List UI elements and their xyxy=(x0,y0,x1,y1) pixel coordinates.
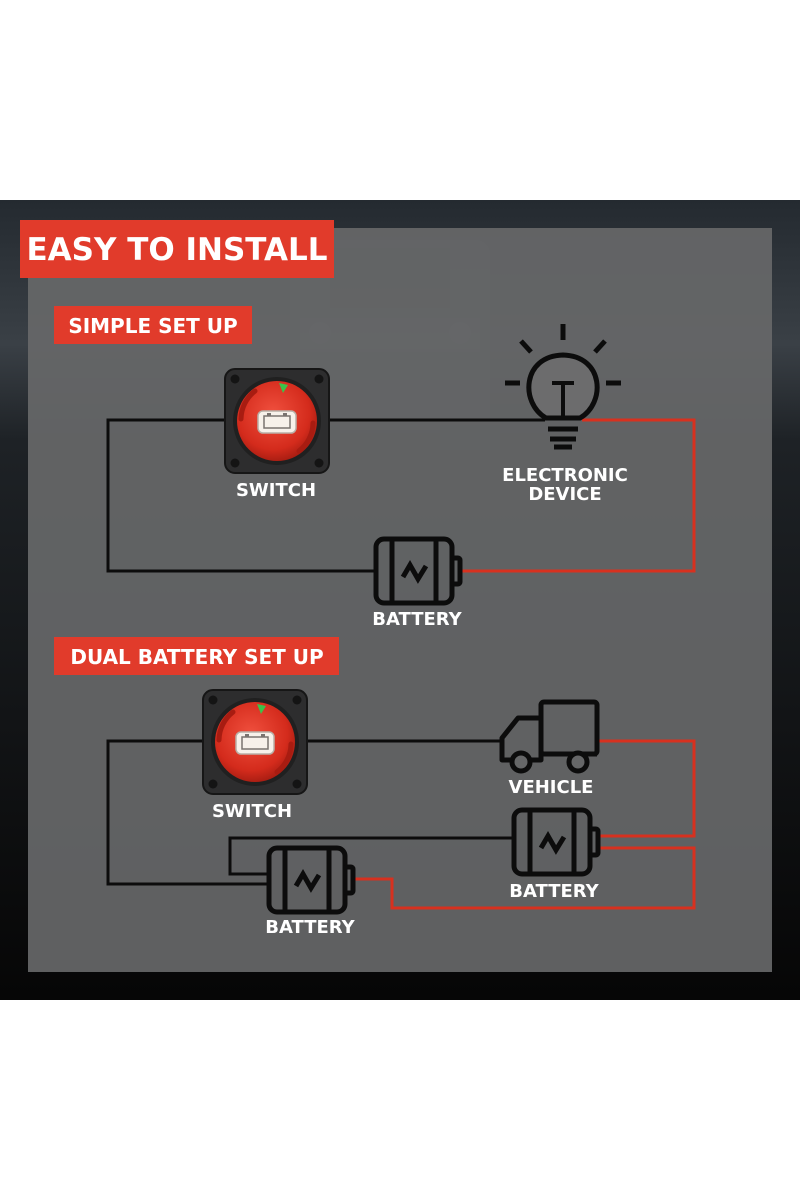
title-banner: EASY TO INSTALL xyxy=(20,220,334,278)
page-title: EASY TO INSTALL xyxy=(26,232,327,268)
dual-battery-right-label: BATTERY xyxy=(509,881,599,902)
dual-red-wire-battery xyxy=(352,846,696,910)
section-dual-banner: DUAL BATTERY SET UP xyxy=(54,637,339,675)
dual-black-wire-left xyxy=(106,739,268,886)
simple-switch xyxy=(225,369,329,473)
dual-battery-left-label: BATTERY xyxy=(265,917,355,938)
simple-battery-label: BATTERY xyxy=(372,609,462,630)
dual-wiring xyxy=(106,739,696,910)
device-label-line1: ELECTRONIC xyxy=(502,465,628,486)
device-label-line2: DEVICE xyxy=(528,484,601,505)
dual-black-wire-battery-link xyxy=(228,836,513,876)
truck-icon xyxy=(499,699,600,774)
simple-wiring xyxy=(106,418,696,573)
section-dual-title: DUAL BATTERY SET UP xyxy=(70,645,323,669)
dual-switch-label: SWITCH xyxy=(212,801,292,822)
simple-switch-label: SWITCH xyxy=(236,480,316,501)
section-simple-banner: SIMPLE SET UP xyxy=(54,306,252,344)
section-simple-title: SIMPLE SET UP xyxy=(68,314,237,338)
vehicle-label: VEHICLE xyxy=(509,777,594,798)
lightbulb-icon xyxy=(505,324,621,450)
dual-red-wire-vehicle xyxy=(596,739,696,838)
simple-black-wire-top xyxy=(106,418,375,573)
simple-red-wire xyxy=(460,418,696,573)
dual-switch xyxy=(203,690,307,794)
